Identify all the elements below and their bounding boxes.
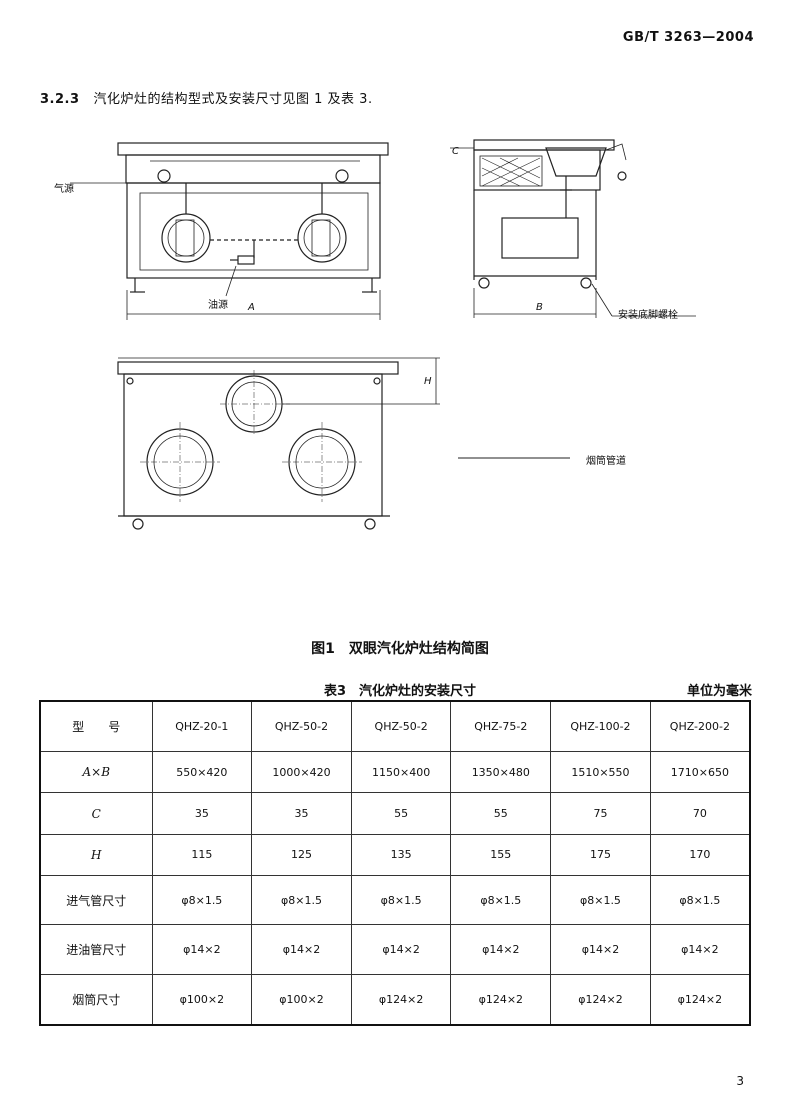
installation-dimensions-table: 型 号 QHZ-20-1 QHZ-50-2 QHZ-50-2 QHZ-75-2 … — [39, 700, 751, 1026]
table-row: A×B 550×420 1000×420 1150×400 1350×480 1… — [39, 751, 751, 794]
table-cell: 35 — [251, 792, 352, 835]
table-unit: 单位为毫米 — [686, 684, 752, 699]
table-cell: φ124×2 — [450, 973, 552, 1026]
standard-code: GB/T 3263—2004 — [622, 30, 754, 45]
table-cell: φ100×2 — [151, 973, 253, 1026]
row-header: 烟筒尺寸 — [39, 973, 153, 1026]
table-cell: 175 — [550, 833, 651, 876]
table-cell: 1510×550 — [550, 751, 651, 794]
table-cell: φ124×2 — [550, 973, 651, 1026]
table-cell: φ14×2 — [350, 924, 452, 975]
table-title: 表3 汽化炉灶的安装尺寸 — [323, 684, 477, 699]
mount-bolt-label: 安装底脚螺栓 — [618, 310, 678, 321]
table-cell: QHZ-20-1 — [151, 700, 253, 753]
table-cell: 1150×400 — [350, 751, 452, 794]
chimney-label: 烟筒管道 — [586, 456, 626, 467]
table-cell: φ124×2 — [649, 973, 751, 1026]
clause-paragraph: 3.2.3 汽化炉灶的结构型式及安装尺寸见图 1 及表 3. — [40, 88, 373, 107]
table-header-row: 型 号 QHZ-20-1 QHZ-50-2 QHZ-50-2 QHZ-75-2 … — [39, 700, 751, 753]
figure-caption: 图1 双眼汽化炉灶结构简图 — [311, 641, 489, 657]
table-row: 进油管尺寸 φ14×2 φ14×2 φ14×2 φ14×2 φ14×2 φ14×… — [39, 924, 751, 975]
table-cell: φ8×1.5 — [251, 874, 352, 926]
dim-h-label: H — [424, 376, 432, 387]
table-cell: 135 — [350, 833, 452, 876]
dim-a-label: A — [248, 302, 255, 313]
table-cell: QHZ-100-2 — [550, 700, 651, 753]
table-cell: φ14×2 — [649, 924, 751, 975]
table-row: H 115 125 135 155 175 170 — [39, 833, 751, 876]
row-header: A×B — [39, 751, 153, 794]
dim-b-label: B — [536, 302, 543, 313]
row-header: 进气管尺寸 — [39, 874, 153, 926]
table-cell: φ14×2 — [151, 924, 253, 975]
row-header: H — [39, 833, 153, 876]
table-cell: 115 — [151, 833, 253, 876]
clause-text: 汽化炉灶的结构型式及安装尺寸见图 1 及表 3. — [93, 92, 373, 107]
page-number: 3 — [736, 1074, 744, 1088]
table-cell: φ124×2 — [350, 973, 452, 1026]
row-header: 进油管尺寸 — [39, 924, 153, 975]
side-view — [450, 139, 696, 318]
table-cell: 55 — [350, 792, 452, 835]
row-header: C — [39, 792, 153, 835]
table-cell: φ8×1.5 — [151, 874, 253, 926]
table-cell: 55 — [450, 792, 552, 835]
top-view — [117, 357, 570, 530]
table-row: 烟筒尺寸 φ100×2 φ100×2 φ124×2 φ124×2 φ124×2 … — [39, 973, 751, 1026]
table-cell: 155 — [450, 833, 552, 876]
table-cell: QHZ-50-2 — [350, 700, 452, 753]
table-cell: QHZ-75-2 — [450, 700, 552, 753]
table-row: 进气管尺寸 φ8×1.5 φ8×1.5 φ8×1.5 φ8×1.5 φ8×1.5… — [39, 874, 751, 926]
dim-c-label: C — [452, 146, 459, 157]
table-cell: φ8×1.5 — [649, 874, 751, 926]
table-cell: QHZ-50-2 — [251, 700, 352, 753]
clause-number: 3.2.3 — [40, 92, 80, 107]
table-cell: φ14×2 — [550, 924, 651, 975]
table-row: C 35 35 55 55 75 70 — [39, 792, 751, 835]
table-cell: 1000×420 — [251, 751, 352, 794]
table-cell: 125 — [251, 833, 352, 876]
table-cell: φ100×2 — [251, 973, 352, 1026]
table-cell: 75 — [550, 792, 651, 835]
stove-structure-figure — [70, 139, 696, 530]
table-cell: 550×420 — [151, 751, 253, 794]
table-cell: 170 — [649, 833, 751, 876]
table-cell: 1350×480 — [450, 751, 552, 794]
table-cell: 70 — [649, 792, 751, 835]
oil-source-label: 油源 — [208, 300, 228, 311]
table-cell: φ14×2 — [450, 924, 552, 975]
table-cell: 1710×650 — [649, 751, 751, 794]
front-view — [70, 142, 389, 320]
air-source-label: 气源 — [54, 184, 74, 195]
row-header: 型 号 — [39, 700, 153, 753]
table-cell: φ8×1.5 — [550, 874, 651, 926]
table-cell: 35 — [151, 792, 253, 835]
table-cell: φ8×1.5 — [350, 874, 452, 926]
table-cell: φ14×2 — [251, 924, 352, 975]
table-cell: QHZ-200-2 — [649, 700, 751, 753]
table-cell: φ8×1.5 — [450, 874, 552, 926]
